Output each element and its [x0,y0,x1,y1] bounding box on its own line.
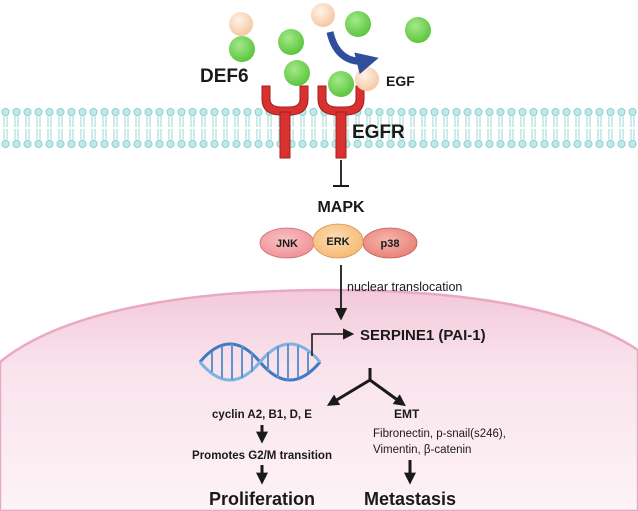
kinase-jnk: JNK [259,227,315,259]
emt-label: EMT [394,407,420,421]
egfr-receptor-right [317,85,365,159]
proliferation-label: Proliferation [209,489,315,509]
kinase-erk: ERK [312,223,364,259]
translocation-label: nuclear translocation [347,280,462,294]
p38-label: p38 [381,238,400,250]
def6-ball [229,36,255,62]
egfr-receptor-left [261,85,309,159]
def6-ball [405,17,431,43]
def6-ball [284,60,310,86]
serpine1-label: SERPINE1 (PAI-1) [360,327,486,344]
def6-ball [345,11,371,37]
ligand-balls [229,3,431,97]
curved-blue-arrow [326,31,379,75]
emt-markers-line2: Vimentin, β-catenin [373,444,471,456]
def6-label: DEF6 [200,66,249,87]
dna-helix-icon [198,342,322,382]
erk-label: ERK [326,236,349,248]
branch-arrows [326,368,406,407]
egf-label: EGF [386,73,415,89]
kinase-p38: p38 [362,227,418,259]
emt-markers-line1: Fibronectin, p-snail(s246), [373,428,506,440]
cell-membrane [0,108,638,148]
egf-ball [355,67,379,91]
g2m-transition-label: Promotes G2/M transition [192,450,332,462]
transcription-arrow [311,328,355,356]
mapk-label: MAPK [317,199,365,216]
def6-ball [278,29,304,55]
nucleus-shape [0,288,638,511]
def6-ball [328,71,354,97]
cyclin-label: cyclin A2, B1, D, E [212,409,312,421]
egf-ball [229,12,253,36]
egfr-label: EGFR [352,122,405,143]
inhibition-arrow [333,160,349,187]
jnk-label: JNK [276,238,298,250]
egf-ball [311,3,335,27]
metastasis-label: Metastasis [364,489,456,509]
